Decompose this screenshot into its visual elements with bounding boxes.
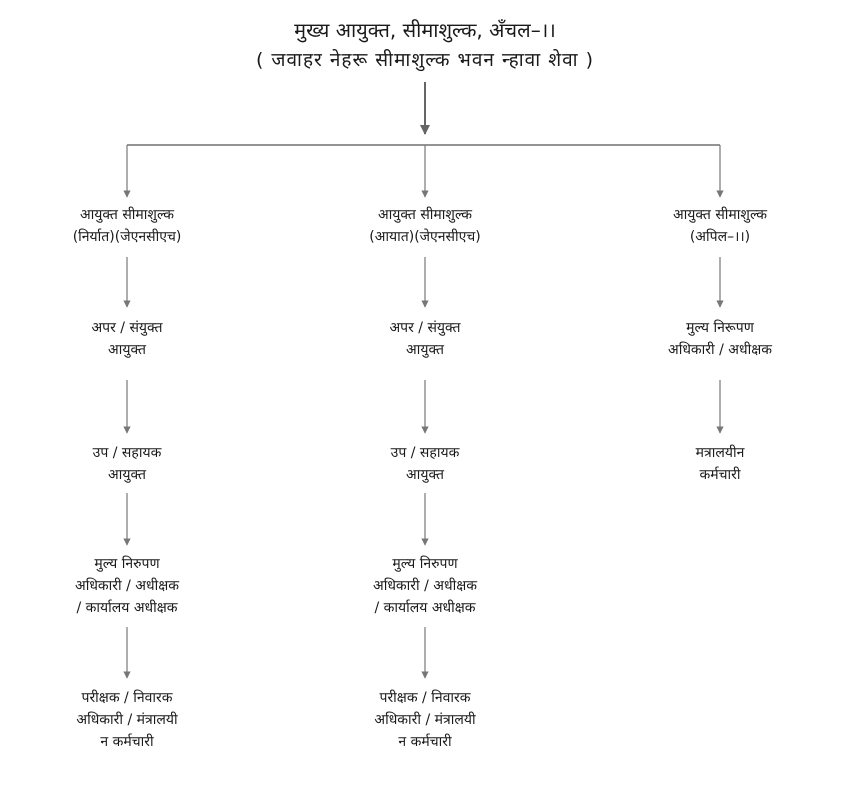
chart-title: मुख्य आयुक्त, सीमाशुल्क, अँचल–।। — [294, 18, 556, 42]
chart-subtitle: ( जवाहर नेहरू सीमाशुल्क भवन न्हावा शेवा … — [255, 49, 595, 71]
node-commissioner-export: आयुक्त सीमाशुल्क(निर्यात)(जेएनसीएच) — [72, 207, 182, 245]
node-commissioner-import: आयुक्त सीमाशुल्क(आयात)(जेएनसीएच) — [369, 207, 481, 245]
node-commissioner-appeal: आयुक्त सीमाशुल्क(अपिल–।।) — [672, 207, 768, 245]
